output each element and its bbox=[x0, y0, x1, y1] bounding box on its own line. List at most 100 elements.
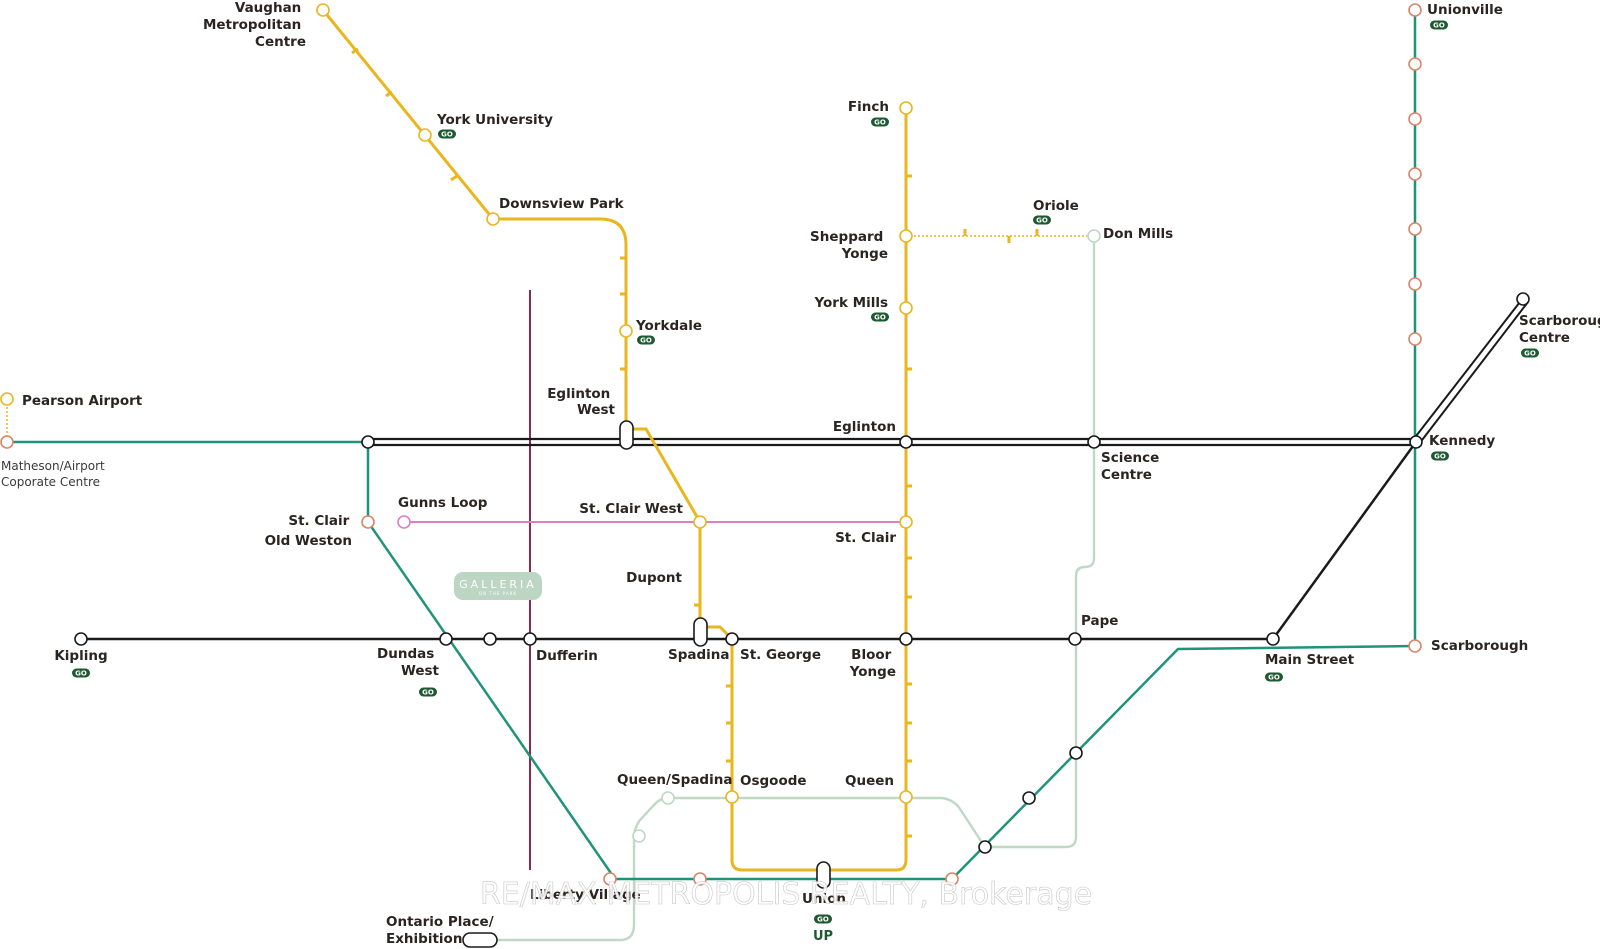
label-york-university[interactable]: York University bbox=[436, 112, 553, 128]
label-downsview-park[interactable]: Downsview Park bbox=[499, 196, 625, 212]
station-dot bbox=[316, 3, 330, 17]
station-dot bbox=[74, 632, 88, 646]
yellow-line-1 bbox=[321, 9, 908, 872]
go-icon: GO bbox=[422, 689, 434, 697]
station-dot bbox=[899, 435, 913, 449]
station-dot bbox=[619, 324, 633, 338]
station-dot bbox=[978, 840, 992, 854]
label-liberty-village[interactable]: Liberty Village bbox=[530, 887, 641, 903]
label-scarborough-centre[interactable]: Scarborough Centre bbox=[1519, 313, 1600, 346]
label-union[interactable]: Union bbox=[802, 891, 846, 907]
label-vaughan[interactable]: Vaughan Metropolitan Centre bbox=[203, 0, 306, 50]
up-express-icon: UP bbox=[813, 929, 833, 944]
station-dot bbox=[899, 101, 913, 115]
station-dot bbox=[899, 229, 913, 243]
label-eglinton[interactable]: Eglinton bbox=[833, 419, 896, 435]
label-sheppard-yonge[interactable]: Sheppard Yonge bbox=[810, 229, 888, 262]
station-dot bbox=[899, 632, 913, 646]
label-science-centre[interactable]: Science Centre bbox=[1101, 450, 1164, 483]
go-icon: GO bbox=[1268, 674, 1280, 682]
label-kipling[interactable]: Kipling bbox=[54, 648, 107, 664]
go-icon: GO bbox=[1434, 453, 1446, 461]
label-dupont[interactable]: Dupont bbox=[626, 570, 682, 586]
station-dot bbox=[1087, 229, 1101, 243]
go-icon: GO bbox=[1433, 22, 1445, 30]
label-queen[interactable]: Queen bbox=[845, 773, 894, 789]
watermark: RE/MAX METROPOLIS REALTY, Brokerage bbox=[480, 877, 1092, 912]
label-pearson-airport[interactable]: Pearson Airport bbox=[22, 393, 143, 409]
label-main-street[interactable]: Main Street bbox=[1265, 652, 1355, 668]
station-dot bbox=[418, 128, 432, 142]
label-queen-spadina[interactable]: Queen/Spadina bbox=[617, 772, 732, 788]
galleria-name: GALLERIA bbox=[459, 578, 537, 591]
spadina-capsule bbox=[693, 617, 708, 647]
station-dot bbox=[1266, 632, 1280, 646]
label-st-clair[interactable]: St. Clair bbox=[835, 530, 896, 546]
station-dot bbox=[1068, 632, 1082, 646]
label-gunns-loop[interactable]: Gunns Loop bbox=[398, 495, 488, 511]
go-icon: GO bbox=[75, 670, 87, 678]
go-icon: GO bbox=[874, 119, 886, 127]
station-dot bbox=[661, 791, 675, 805]
station-dot bbox=[1408, 222, 1422, 236]
yellow-ticks bbox=[351, 47, 1039, 838]
station-dot bbox=[0, 435, 14, 449]
station-dot bbox=[899, 515, 913, 529]
label-eglinton-west[interactable]: Eglinton West bbox=[547, 386, 615, 418]
label-yorkdale[interactable]: Yorkdale bbox=[635, 318, 702, 334]
station-dot bbox=[1408, 639, 1422, 653]
label-york-mills[interactable]: York Mills bbox=[814, 295, 889, 311]
label-oriole[interactable]: Oriole bbox=[1033, 198, 1079, 214]
station-dot bbox=[603, 872, 617, 886]
galleria-badge[interactable]: GALLERIA ON THE PARK bbox=[454, 572, 542, 600]
station-dot bbox=[1087, 435, 1101, 449]
label-st-clair-old-weston[interactable]: St. Clair Old Weston bbox=[265, 513, 354, 549]
station-dot bbox=[1408, 167, 1422, 181]
label-matheson[interactable]: Matheson/Airport Coporate Centre bbox=[1, 459, 109, 489]
label-finch[interactable]: Finch bbox=[848, 99, 889, 115]
station-dot bbox=[1022, 791, 1036, 805]
go-icon: GO bbox=[874, 314, 886, 322]
station-dot bbox=[1408, 277, 1422, 291]
label-st-clair-west[interactable]: St. Clair West bbox=[579, 501, 683, 517]
label-spadina[interactable]: Spadina bbox=[668, 647, 730, 663]
go-icon: GO bbox=[640, 337, 652, 345]
station-dot bbox=[361, 515, 375, 529]
station-dot bbox=[899, 301, 913, 315]
go-icon: GO bbox=[441, 131, 453, 139]
station-dot bbox=[1408, 57, 1422, 71]
label-ontario-place[interactable]: Ontario Place/ Exhibition bbox=[386, 914, 498, 947]
label-unionville[interactable]: Unionville bbox=[1427, 2, 1503, 18]
station-dot bbox=[725, 790, 739, 804]
scarborough-line-b bbox=[1418, 301, 1529, 445]
station-dot bbox=[725, 632, 739, 646]
galleria-sub: ON THE PARK bbox=[479, 591, 517, 596]
label-kennedy[interactable]: Kennedy bbox=[1429, 433, 1495, 449]
go-icon: GO bbox=[1524, 350, 1536, 358]
station-dot bbox=[361, 435, 375, 449]
label-don-mills[interactable]: Don Mills bbox=[1103, 226, 1173, 242]
label-dundas-west[interactable]: Dundas West bbox=[377, 646, 439, 679]
go-icon: GO bbox=[1036, 217, 1048, 225]
label-pape[interactable]: Pape bbox=[1081, 613, 1118, 629]
label-dufferin[interactable]: Dufferin bbox=[536, 648, 598, 664]
station-dot bbox=[1408, 112, 1422, 126]
station-dot bbox=[693, 515, 707, 529]
station-dot bbox=[523, 632, 537, 646]
label-bloor-yonge[interactable]: Bloor Yonge bbox=[849, 647, 896, 680]
station-dot bbox=[632, 829, 646, 843]
label-scarborough[interactable]: Scarborough bbox=[1431, 638, 1528, 654]
station-dot bbox=[0, 392, 14, 406]
eglinton-west-capsule bbox=[619, 420, 634, 450]
ontario-place-capsule bbox=[462, 932, 498, 948]
go-badges: GO GO GO GO GO GO GO GO GO GO GO GO UP bbox=[72, 20, 1539, 944]
station-dot bbox=[1409, 435, 1423, 449]
black-line-kennedy bbox=[1271, 441, 1418, 640]
station-dot bbox=[899, 790, 913, 804]
label-osgoode[interactable]: Osgoode bbox=[740, 773, 807, 789]
station-dot bbox=[1516, 292, 1530, 306]
station-dot bbox=[693, 872, 707, 886]
label-st-george[interactable]: St. George bbox=[740, 647, 821, 663]
